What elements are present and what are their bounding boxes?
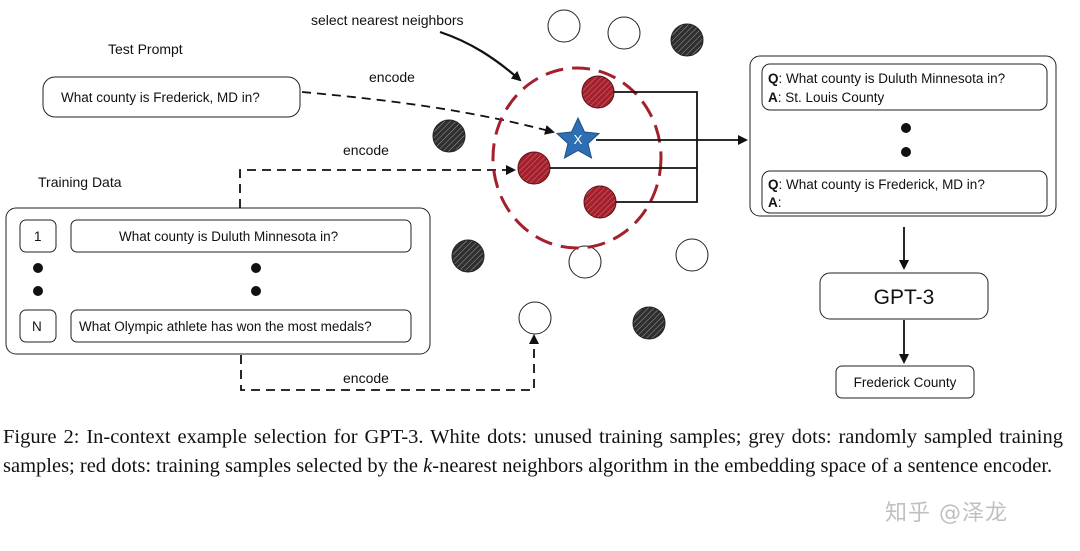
context-2-answer: : bbox=[778, 195, 782, 210]
q-prefix: Q bbox=[768, 71, 779, 86]
train-row-n-index: N bbox=[32, 319, 42, 334]
ellipsis-dot bbox=[251, 286, 261, 296]
context-example-1 bbox=[761, 63, 1048, 111]
gpt3-label: GPT-3 bbox=[874, 286, 935, 309]
ellipsis-dot bbox=[901, 123, 911, 133]
figure-diagram: select nearest neighbors Test Prompt Wha… bbox=[5, 9, 1057, 399]
encode-arrow-row1 bbox=[239, 165, 516, 208]
context-2-a-line: A: bbox=[768, 195, 782, 210]
encode-label-rown: encode bbox=[343, 370, 389, 386]
ellipsis-dot bbox=[33, 263, 43, 273]
caption-k: k bbox=[423, 454, 433, 477]
a-prefix: A bbox=[768, 90, 778, 105]
context-2-question: : What county is Frederick, MD in? bbox=[779, 177, 985, 192]
ellipsis-dot bbox=[251, 263, 261, 273]
context-2-q-line: Q: What county is Frederick, MD in? bbox=[768, 177, 985, 192]
train-row-1-index: 1 bbox=[34, 229, 42, 244]
context-example-2 bbox=[761, 170, 1048, 214]
train-row-1-box bbox=[70, 219, 412, 253]
test-prompt-label: Test Prompt bbox=[108, 41, 183, 57]
encode-arrow-rown bbox=[240, 334, 539, 391]
test-prompt-text: What county is Frederick, MD in? bbox=[61, 90, 260, 105]
encode-label-test: encode bbox=[369, 69, 415, 85]
train-row-n-box bbox=[70, 309, 412, 343]
select-neighbors-arrow bbox=[439, 30, 522, 82]
watermark: 知乎 @泽龙 bbox=[885, 501, 1008, 526]
output-box bbox=[835, 365, 975, 399]
train-row-1-text: What county is Duluth Minnesota in? bbox=[119, 229, 338, 244]
random-sample-dot bbox=[670, 23, 704, 57]
output-label: Frederick County bbox=[854, 375, 957, 390]
random-sample-dot bbox=[451, 239, 485, 273]
train-row-1-index-box bbox=[19, 219, 57, 253]
unused-sample-dot bbox=[547, 9, 581, 43]
ellipsis-dot bbox=[901, 147, 911, 157]
selected-sample-dot bbox=[581, 75, 615, 109]
neighbor-bracket bbox=[614, 91, 698, 203]
context-1-answer: : St. Louis County bbox=[778, 90, 885, 105]
figure-caption: Figure 2: In-context example selection f… bbox=[3, 423, 1063, 480]
encode-arrow-test bbox=[301, 91, 555, 135]
unused-sample-dot bbox=[607, 16, 641, 50]
selected-sample-dot bbox=[517, 151, 551, 185]
encode-label-row1: encode bbox=[343, 142, 389, 158]
selected-sample-dot bbox=[583, 185, 617, 219]
neighborhood-circle bbox=[491, 66, 663, 250]
test-prompt-box bbox=[42, 76, 301, 118]
a-prefix: A bbox=[768, 195, 778, 210]
ellipsis-dot bbox=[33, 286, 43, 296]
context-1-question: : What county is Duluth Minnesota in? bbox=[779, 71, 1006, 86]
q-prefix: Q bbox=[768, 177, 779, 192]
unused-sample-dot bbox=[675, 238, 709, 272]
unused-sample-dot bbox=[568, 245, 602, 279]
training-data-label: Training Data bbox=[38, 174, 122, 190]
context-1-a-line: A: St. Louis County bbox=[768, 90, 885, 105]
query-star-icon bbox=[555, 116, 601, 159]
context-1-q-line: Q: What county is Duluth Minnesota in? bbox=[768, 71, 1005, 86]
diagram-canvas: select nearest neighbors Test Prompt Wha… bbox=[5, 9, 1057, 399]
caption-part-1: Figure 2: In-context example selection f… bbox=[3, 426, 1063, 477]
train-row-n-text: What Olympic athlete has won the most me… bbox=[79, 319, 372, 334]
random-sample-dot bbox=[632, 306, 666, 340]
train-row-n-index-box bbox=[19, 309, 57, 343]
unused-sample-dot bbox=[518, 301, 552, 335]
select-neighbors-label: select nearest neighbors bbox=[311, 12, 464, 28]
random-sample-dot bbox=[432, 119, 466, 153]
gpt3-box bbox=[819, 272, 989, 320]
query-marker-label: X bbox=[574, 132, 583, 147]
caption-part-2: -nearest neighbors algorithm in the embe… bbox=[432, 454, 1053, 477]
